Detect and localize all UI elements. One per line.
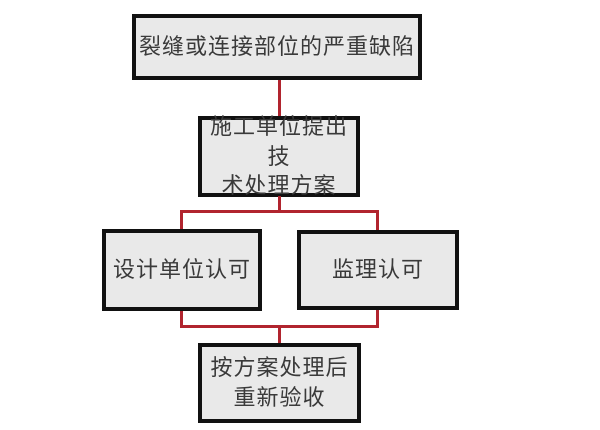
- edge-design-to-merge: [180, 311, 183, 328]
- node-proposal-label-line2: 术处理方案: [221, 173, 337, 199]
- node-design-approval: 设计单位认可: [102, 229, 262, 311]
- node-proposal-label-line1: 施工单位提出技: [209, 113, 348, 169]
- edge-branch-to-design: [180, 210, 183, 230]
- edge-proposal-stem: [278, 196, 281, 213]
- node-defect: 裂缝或连接部位的严重缺陷: [132, 14, 422, 80]
- node-reacceptance: 按方案处理后 重新验收: [198, 343, 361, 423]
- node-reacceptance-label-line1: 按方案处理后: [210, 355, 349, 381]
- node-proposal: 施工单位提出技 术处理方案: [198, 114, 360, 198]
- edge-merge-to-reacceptance: [278, 325, 281, 344]
- node-design-approval-label: 设计单位认可: [112, 257, 251, 283]
- node-supervision-approval: 监理认可: [297, 230, 459, 310]
- edge-defect-to-proposal: [278, 80, 281, 117]
- edge-supervision-to-merge: [376, 310, 379, 328]
- edge-branch-horizontal: [180, 210, 379, 213]
- node-supervision-approval-label: 监理认可: [331, 257, 424, 283]
- node-defect-label: 裂缝或连接部位的严重缺陷: [138, 34, 415, 60]
- node-reacceptance-label-line2: 重新验收: [233, 385, 326, 410]
- edge-branch-to-supervision: [376, 210, 379, 231]
